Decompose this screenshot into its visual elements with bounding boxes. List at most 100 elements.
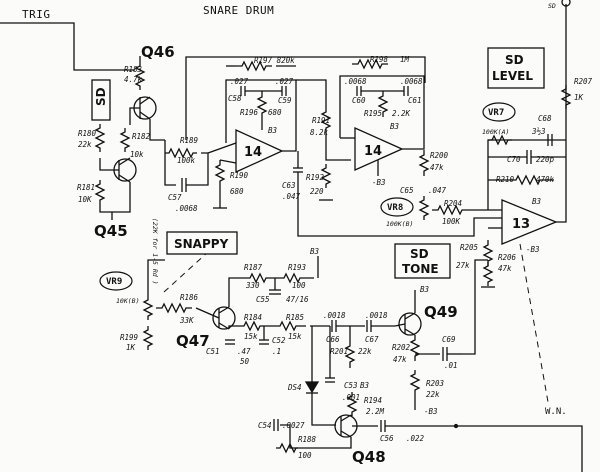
q49-transistor xyxy=(398,312,422,336)
r186-resistor xyxy=(156,302,192,314)
b3-label-1: B3 xyxy=(268,126,278,135)
sd-tone-box xyxy=(394,243,451,279)
r188-value: 100 xyxy=(298,451,312,460)
r203-resistor xyxy=(409,370,421,394)
r194-resistor xyxy=(346,392,358,416)
vr8-pot xyxy=(418,196,430,220)
r188-resistor xyxy=(276,442,298,454)
r206-resistor xyxy=(482,262,494,286)
r203-label: R203 xyxy=(426,379,445,388)
r198-label: R198 xyxy=(370,55,389,64)
r205-value: 27k xyxy=(456,261,470,270)
c68-value: 3½3 xyxy=(531,127,546,136)
c63-value: .047 xyxy=(282,192,301,201)
sd-tone-text-1: SD xyxy=(410,247,429,261)
r202-value: 47k xyxy=(393,355,407,364)
r201-label: R201 xyxy=(330,347,348,356)
r199-value: 1K xyxy=(126,343,136,352)
vr7-value: 100K(A) xyxy=(482,128,509,136)
top-bus-wire xyxy=(185,56,426,140)
c59-label: C59 xyxy=(278,96,292,105)
sd-level-box xyxy=(487,47,545,89)
sd-top-label: SD xyxy=(548,2,556,10)
r186-label: R186 xyxy=(180,293,199,302)
c54-value: .0027 xyxy=(282,421,305,430)
r204-label: R204 xyxy=(444,199,462,208)
q49-label: Q49 xyxy=(424,303,458,321)
c69-label: C69 xyxy=(442,335,456,344)
c60-label: C60 xyxy=(352,96,366,105)
r201-resistor xyxy=(344,326,356,368)
vr9-link-dashed xyxy=(163,251,209,293)
q47-transistor xyxy=(212,306,236,330)
q46-base-wire xyxy=(129,107,140,125)
r189-value: 100k xyxy=(177,156,196,165)
r203-value: 22k xyxy=(426,390,440,399)
vr7-pot xyxy=(488,134,512,146)
c51-value-2: 50 xyxy=(240,357,250,366)
c67-value: .0018 xyxy=(365,311,388,320)
sd-vertical-box xyxy=(91,79,111,121)
wn-label: W.N. xyxy=(545,407,567,417)
b3-neg-label-2: -B3 xyxy=(526,245,540,254)
q48-label: Q48 xyxy=(352,448,386,466)
b3-label-4: B3 xyxy=(310,247,320,256)
r195-label: R195 xyxy=(364,109,383,118)
q45-label: Q45 xyxy=(94,222,128,240)
r195-value: 2.2K xyxy=(392,109,411,118)
b3-neg-label-3: -B3 xyxy=(424,407,438,416)
r192-value: 220 xyxy=(310,187,324,196)
r204-value: 100K xyxy=(442,217,461,226)
q47-label: Q47 xyxy=(176,332,210,350)
r193-resistor xyxy=(270,272,314,284)
c52-label: C52 xyxy=(272,336,286,345)
b3-label-5: B3 xyxy=(420,285,430,294)
q46-label: Q46 xyxy=(141,43,175,61)
r185-resistor xyxy=(264,320,306,332)
r187-resistor xyxy=(246,272,270,284)
r180-value: 22k xyxy=(78,140,92,149)
r205-label: R205 xyxy=(460,243,479,252)
c53-value: .001 xyxy=(342,393,360,402)
r198-value: 1M xyxy=(400,55,410,64)
r190-resistor xyxy=(214,160,226,186)
ds4-diode xyxy=(304,381,320,394)
r206-value: 47k xyxy=(498,264,512,273)
r183-resistor xyxy=(134,62,146,90)
opamp-14b xyxy=(354,126,404,172)
b3-label-3: B3 xyxy=(532,197,542,206)
r210-value: 470k xyxy=(536,175,555,184)
b3-neg-label-1: -B3 xyxy=(372,178,386,187)
vr7-badge xyxy=(482,102,516,122)
note-22k: (22K for 1-5 Rd ) xyxy=(151,218,159,285)
r197-label: R197 820k xyxy=(254,56,295,65)
r196-resistor xyxy=(256,91,268,119)
c56-value: .022 xyxy=(406,434,425,443)
c54-label: C54 xyxy=(258,421,272,430)
r195-resistor xyxy=(377,91,389,117)
c68-label: C68 xyxy=(538,114,552,123)
vr8-label: VR8 xyxy=(387,203,403,213)
r194-label: R194 xyxy=(364,396,382,405)
c58-value: .027 xyxy=(230,77,249,86)
vr7-label: VR7 xyxy=(488,108,504,118)
r189-resistor xyxy=(165,147,197,159)
r182-label: R182 xyxy=(132,132,151,141)
c56-label: C56 xyxy=(380,434,394,443)
r197-resistor xyxy=(236,60,272,72)
r210-resistor xyxy=(488,174,554,186)
snappy-text: SNAPPY xyxy=(174,237,229,251)
r200-value: 47k xyxy=(430,163,444,172)
r207-value: 1K xyxy=(574,93,584,102)
r184-label: R184 xyxy=(244,313,262,322)
r181-value: 10K xyxy=(78,195,92,204)
vr7-link-dashed xyxy=(519,243,549,403)
ds4-label: DS4 xyxy=(287,383,302,392)
r198-resistor xyxy=(352,58,388,70)
c51-value: .47 xyxy=(237,347,251,356)
r191-resistor xyxy=(320,108,332,132)
vr8-value: 100K(B) xyxy=(386,220,413,228)
snappy-box xyxy=(166,231,238,255)
r199-label: R199 xyxy=(120,333,139,342)
r206-label: R206 xyxy=(498,253,517,262)
